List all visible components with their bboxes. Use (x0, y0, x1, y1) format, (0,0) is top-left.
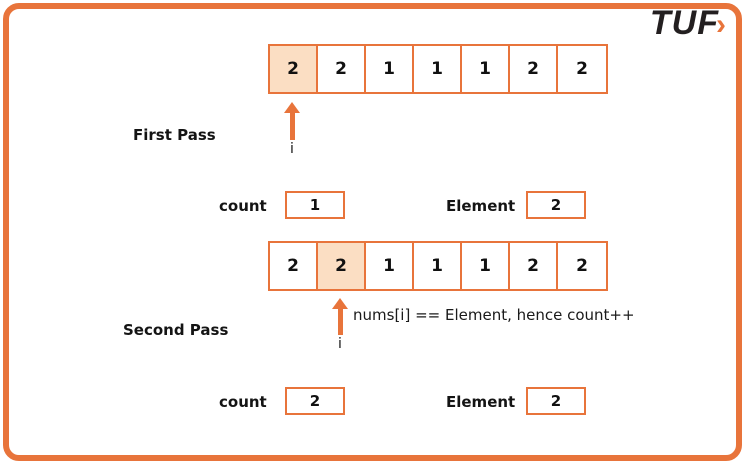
arrow-head-icon (332, 298, 348, 309)
count-label-first-pass: count (219, 197, 267, 215)
pass-label-second: Second Pass (123, 321, 229, 339)
array-cell[interactable]: 1 (414, 46, 462, 92)
count-value-second-pass[interactable]: 2 (285, 387, 345, 415)
array-cell[interactable]: 1 (462, 243, 510, 289)
tuf-logo: TUF› (650, 6, 727, 40)
logo-text: TUF (649, 4, 719, 42)
element-value-first-pass[interactable]: 2 (526, 191, 586, 219)
array-cell[interactable]: 1 (462, 46, 510, 92)
array-cell[interactable]: 2 (510, 46, 558, 92)
pass-label-first: First Pass (133, 126, 216, 144)
array-cell[interactable]: 1 (366, 243, 414, 289)
count-label-second-pass: count (219, 393, 267, 411)
index-pointer-arrow-first-pass (284, 102, 300, 140)
count-value-first-pass[interactable]: 1 (285, 191, 345, 219)
element-label-second-pass: Element (446, 393, 516, 411)
array-cell[interactable]: 2 (318, 243, 366, 289)
array-cell[interactable]: 2 (558, 46, 606, 92)
array-cell[interactable]: 2 (318, 46, 366, 92)
index-pointer-label-second-pass: i (338, 336, 342, 352)
arrow-shaft (337, 309, 343, 335)
arrow-shaft (289, 113, 295, 140)
array-cell[interactable]: 2 (270, 46, 318, 92)
array-cell[interactable]: 2 (558, 243, 606, 289)
index-pointer-arrow-second-pass (332, 298, 348, 335)
element-label-first-pass: Element (446, 197, 516, 215)
array-cell[interactable]: 2 (510, 243, 558, 289)
array-cell[interactable]: 2 (270, 243, 318, 289)
array-cell[interactable]: 1 (366, 46, 414, 92)
array-row-second-pass: 2 2 1 1 1 2 2 (268, 241, 608, 291)
logo-chevron-icon: › (716, 8, 727, 41)
arrow-head-icon (284, 102, 300, 113)
array-row-first-pass: 2 2 1 1 1 2 2 (268, 44, 608, 94)
second-pass-annotation: nums[i] == Element, hence count++ (353, 306, 635, 324)
element-value-second-pass[interactable]: 2 (526, 387, 586, 415)
index-pointer-label-first-pass: i (290, 141, 294, 157)
array-cell[interactable]: 1 (414, 243, 462, 289)
